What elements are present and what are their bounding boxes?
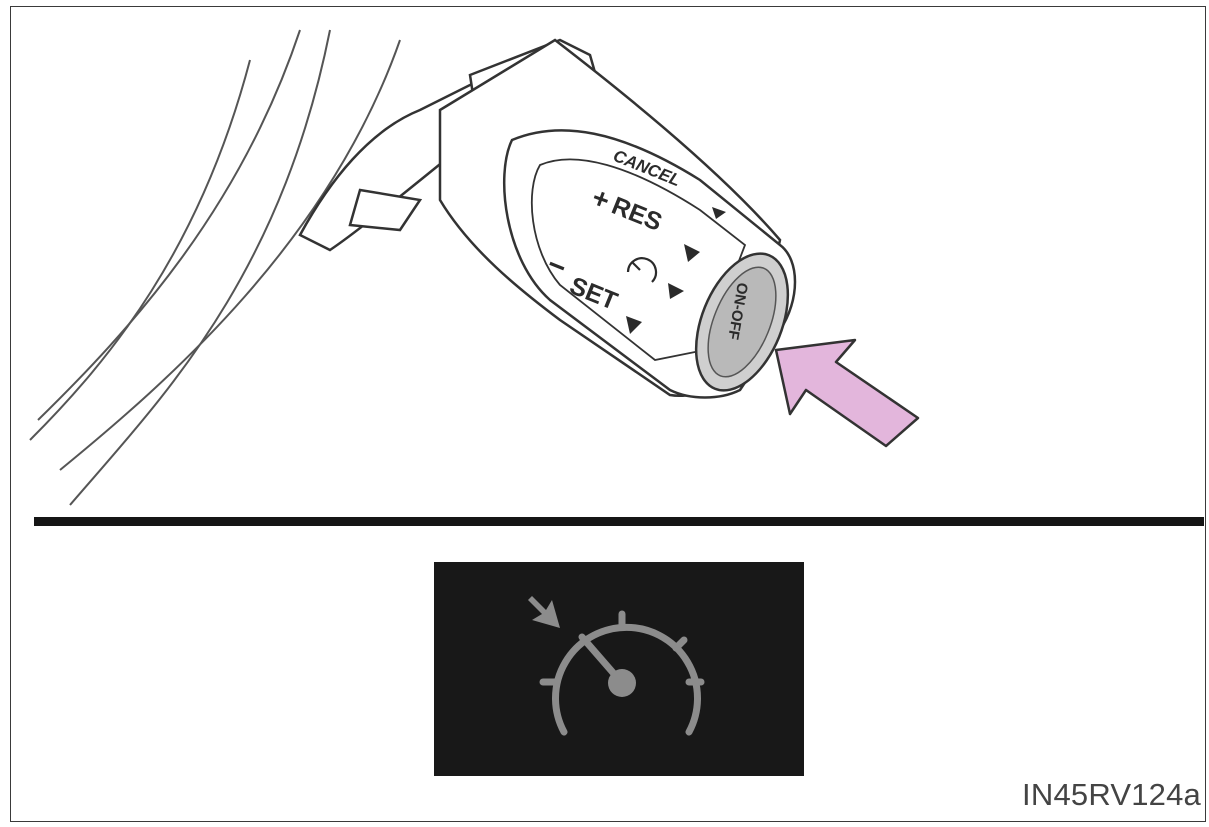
cruise-control-speedometer-icon — [528, 596, 705, 736]
indicator-display — [434, 562, 804, 776]
section-divider — [34, 517, 1204, 526]
distance-arrow-icon — [668, 283, 684, 299]
cancel-arrow-icon — [712, 207, 726, 219]
res-up-arrow-icon — [684, 244, 700, 262]
lever-body — [438, 38, 797, 399]
press-arrow-icon — [774, 338, 920, 448]
set-down-arrow-icon — [626, 316, 642, 334]
steering-wheel-lines — [29, 29, 401, 506]
cruise-symbol-icon — [626, 257, 658, 283]
cruise-control-lever-illustration: CANCEL + RES − SET ON-OFF — [29, 29, 920, 506]
figure-id: IN45RV124a — [1022, 777, 1201, 812]
